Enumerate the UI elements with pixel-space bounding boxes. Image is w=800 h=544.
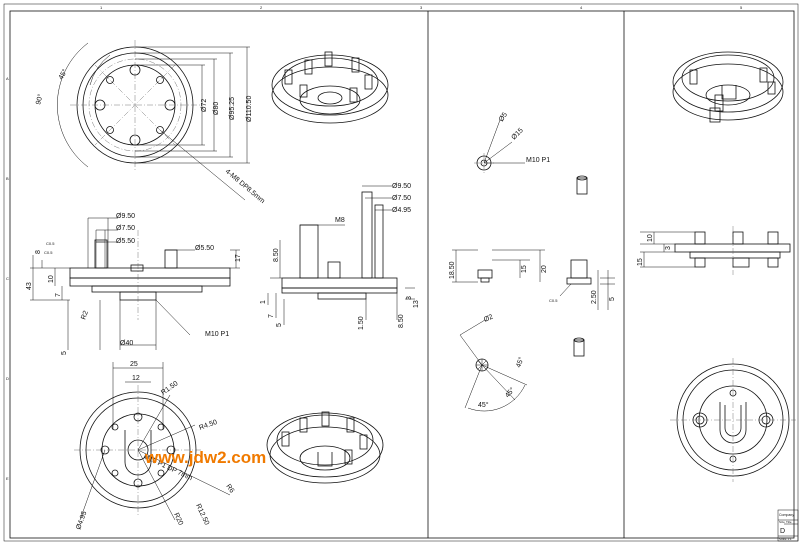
dim-dia-2: Ø2 <box>483 313 495 323</box>
dim-15-mid: 15 <box>521 265 528 273</box>
watermark: www.jdw2.com <box>144 448 266 467</box>
zone-number: 3 <box>420 5 423 10</box>
dim-7-side: 7 <box>268 314 275 318</box>
dim-dia-5-mid: Ø5 <box>498 111 509 123</box>
dim-dia-9-50-side: Ø9.50 <box>392 183 411 190</box>
sheet-border <box>3 3 799 542</box>
dim-12: 12 <box>132 375 140 382</box>
left-iso-view-top <box>271 51 389 124</box>
dim-dia-7-50: Ø7.50 <box>116 225 135 232</box>
zone-number: 1 <box>100 5 103 10</box>
dim-10: 10 <box>48 275 55 283</box>
dim-dia-7-50-side: Ø7.50 <box>392 195 411 202</box>
dim-r4-50: R4.50 <box>198 419 218 432</box>
dim-10-right: 10 <box>647 234 654 242</box>
title-block-scale: Scale 1:1 <box>779 537 792 541</box>
dim-dia-4-95: Ø4.95 <box>75 510 88 530</box>
dim-dia-80: Ø80 <box>213 102 220 115</box>
zone-letter: C <box>6 276 9 281</box>
dim-dia-110: Ø110.50 <box>246 96 253 122</box>
zone-letter: E <box>6 476 9 481</box>
dim-25: 25 <box>130 361 138 368</box>
dim-1-50-side: 1.50 <box>358 316 365 330</box>
dim-dia-4-95-side: Ø4.95 <box>392 207 411 214</box>
dim-7: 7 <box>55 293 62 297</box>
dim-1-side: 1 <box>260 300 267 304</box>
dim-2-50-mid: 2.50 <box>591 290 598 304</box>
dim-angle-a: 45° <box>514 356 525 369</box>
zone-number: 4 <box>580 5 583 10</box>
dim-dia-5-50: Ø5.50 <box>116 238 135 245</box>
thread-callout-mid: M10 P1 <box>526 157 550 164</box>
zone-number: 5 <box>740 5 743 10</box>
dim-dia-9-50: Ø9.50 <box>116 213 135 220</box>
left-front-view <box>30 217 240 350</box>
dim-43: 43 <box>26 282 33 290</box>
dim-17: 17 <box>235 254 242 262</box>
dim-dia-72: Ø72 <box>201 99 208 112</box>
dim-dia-40: Ø40 <box>120 340 133 347</box>
dim-3-right: 3 <box>665 246 672 250</box>
thread-m8: M8 <box>335 217 345 224</box>
zone-number: 2 <box>260 5 263 10</box>
title-block <box>777 509 799 542</box>
right-front-view <box>640 226 791 275</box>
dim-angle-90: 90° <box>34 93 45 105</box>
title-block-size-value: D <box>780 528 785 535</box>
sheet-frame <box>9 10 795 539</box>
right-bottom-view <box>670 358 796 482</box>
dim-dia-95: Ø95.25 <box>229 97 236 120</box>
dim-5-mid: 5 <box>609 297 616 301</box>
dim-dia-5-50-b: Ø5.50 <box>195 245 214 252</box>
dim-5-side: 5 <box>276 323 283 327</box>
title-block-size-label: Size <box>779 520 785 524</box>
dim-chamfer: C0.5 <box>46 241 55 246</box>
middle-detail-view <box>459 319 528 412</box>
dim-20-mid: 20 <box>541 265 548 273</box>
dim-5: 5 <box>61 351 68 355</box>
dim-r2: R2 <box>80 310 90 321</box>
dim-8-50-side: 8.50 <box>273 248 280 262</box>
dim-angle-b: 45° <box>503 386 516 399</box>
zone-letter: A <box>6 76 9 81</box>
left-top-view <box>57 40 250 201</box>
dim-chamfer-mid: C0.5 <box>549 298 558 303</box>
thread-callout: M10 P1 <box>205 331 229 338</box>
middle-iso-small <box>573 175 588 357</box>
dim-chamfer-b: C0.5 <box>44 250 53 255</box>
left-side-view <box>267 185 415 325</box>
left-iso-view-bottom <box>266 411 384 484</box>
dim-angle-c: 45° <box>478 401 489 409</box>
middle-top-view <box>474 119 525 173</box>
left-bottom-view <box>74 362 231 521</box>
dim-8: 8 <box>35 250 42 254</box>
middle-front-view <box>452 249 615 310</box>
dim-angle-45: 45° <box>57 68 69 81</box>
title-block-company: Company <box>779 513 794 517</box>
dim-r6: R6 <box>224 483 235 494</box>
zone-letter: B <box>6 176 9 181</box>
dim-r12-50: R12.50 <box>194 503 210 527</box>
dim-18-50: 18.50 <box>449 261 456 279</box>
dim-13-side: 13 <box>413 300 420 308</box>
dim-8-50-bottom: 8.50 <box>398 314 405 328</box>
right-iso-view <box>672 51 784 123</box>
dim-15-right: 15 <box>637 258 644 266</box>
dim-3-side: 3 <box>406 296 413 300</box>
dim-r20: R20 <box>172 512 184 527</box>
title-block-title-label: Title <box>786 520 792 524</box>
dim-dia-15-mid: Ø15 <box>510 127 524 141</box>
zone-letter: D <box>6 376 9 381</box>
